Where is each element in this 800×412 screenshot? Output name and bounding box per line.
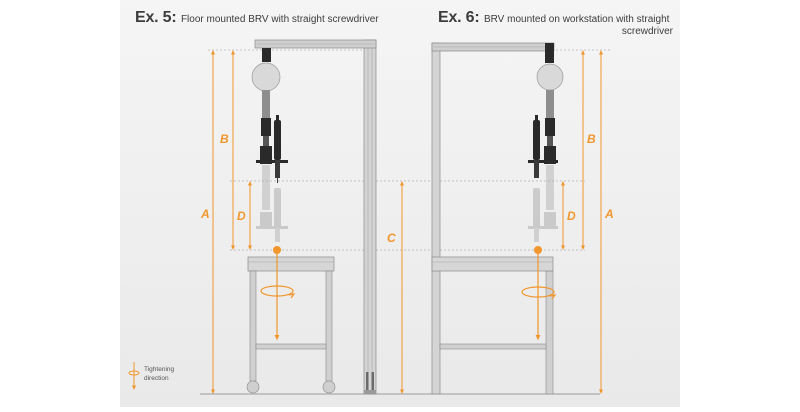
tightening-axis-right [521,246,557,341]
table-left [246,256,336,394]
brv-arm-left [251,48,288,183]
dimension-a-label-right: A [604,207,614,221]
example-6-caption-line2: screwdriver [621,25,673,37]
dimension-d-label-right: D [567,209,576,223]
dimensions-right [400,50,603,394]
dimension-a-label-left: A [200,207,210,221]
tightening-axis-left [260,246,296,341]
legend-line2: direction [144,375,169,382]
example-5-caption: Floor mounted BRV with straight screwdri… [180,14,379,25]
example-6-number: Ex. 6: [438,9,480,26]
example-5-title: Ex. 5: Floor mounted BRV with straight s… [135,9,379,27]
floor-column-left [363,39,377,395]
tightening-direction-legend: Tightening direction [128,362,174,390]
dimensions-left [211,50,252,394]
ghost-screwdriver-left [256,165,288,242]
brv-arm-right [528,43,564,178]
top-beam-left [254,39,377,49]
example-6-caption-line1: BRV mounted on workstation with straight [483,14,670,25]
dimension-b-label-right: B [587,132,596,146]
ghost-screwdriver-right [528,165,558,242]
example-6-title: Ex. 6: BRV mounted on workstation with s… [438,9,678,37]
dimension-d-label-left: D [237,209,246,223]
legend-line1: Tightening [144,366,174,373]
example-5-number: Ex. 5: [135,9,177,26]
dimension-b-label-left: B [220,132,229,146]
dimension-c-label: C [387,231,396,245]
